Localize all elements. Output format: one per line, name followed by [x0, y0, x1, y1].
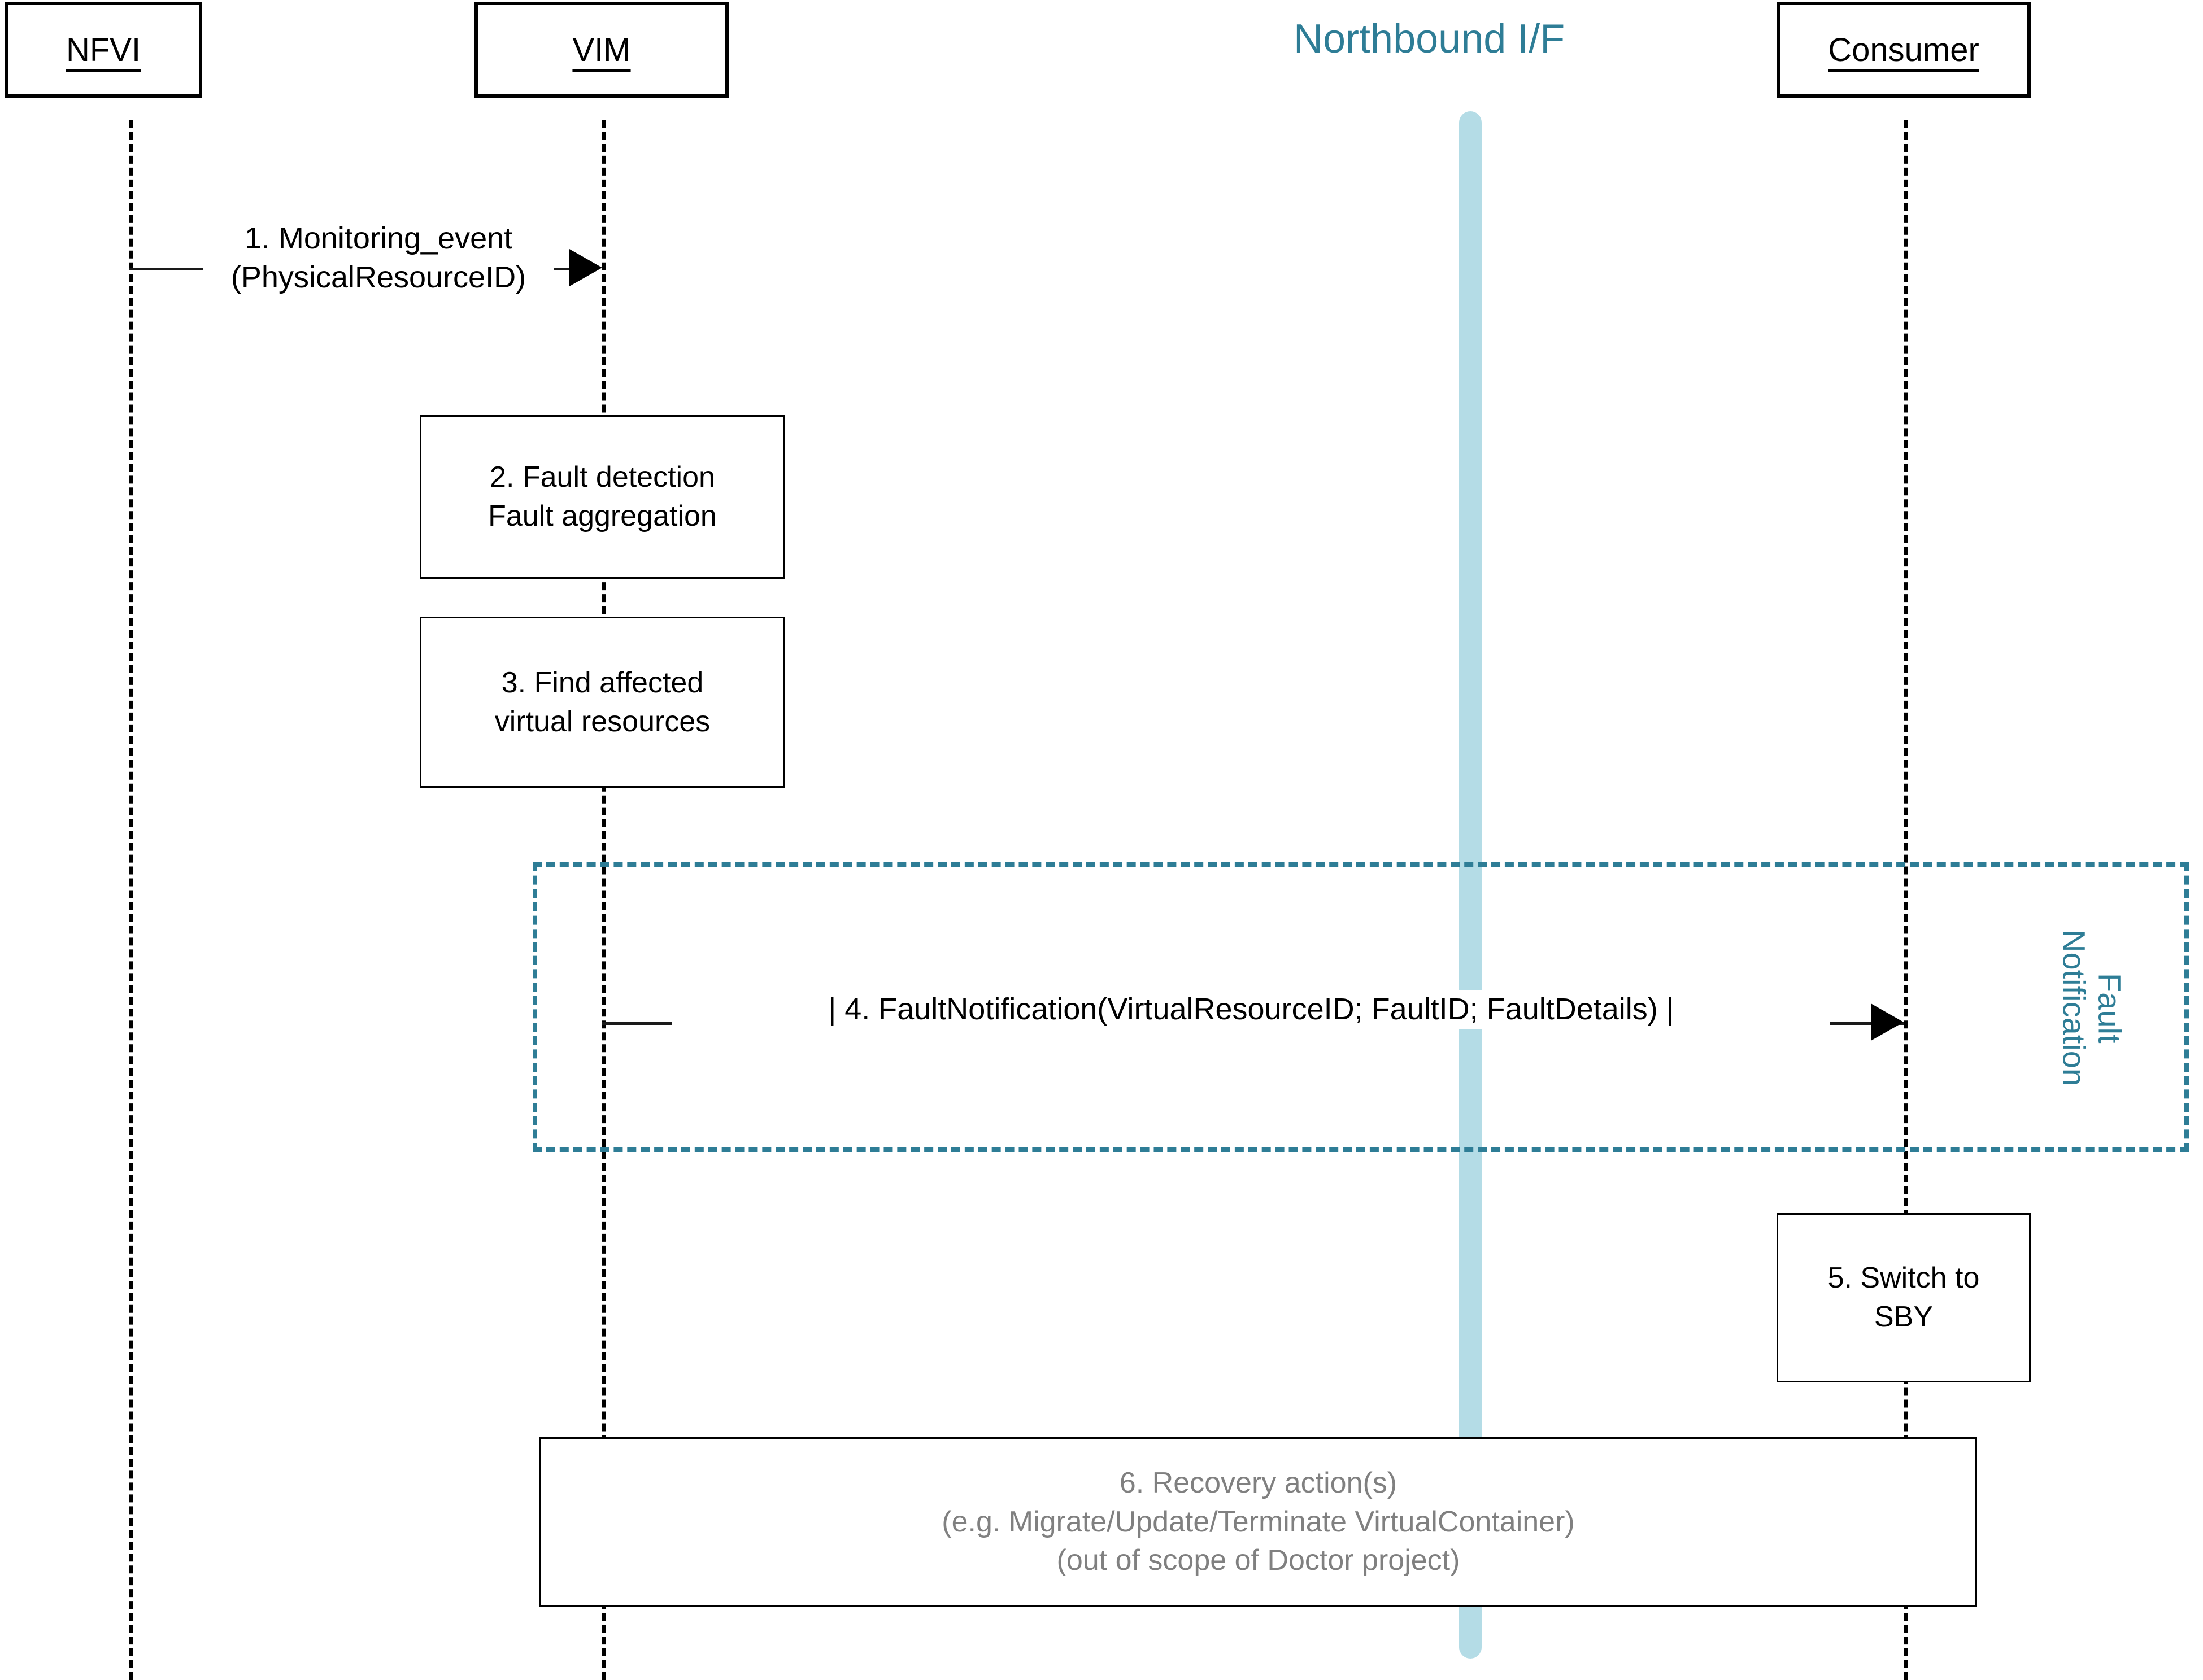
process-box-2-line-1: 2. Fault detection	[490, 461, 715, 494]
message-label-1: 1. Monitoring_event (PhysicalResourceID)	[203, 219, 554, 298]
process-box-5-line-1: 5. Switch to	[1827, 1262, 1980, 1295]
process-box-3-line-1: 3. Find affected	[501, 666, 704, 699]
actor-label-nfvi: NFVI	[66, 31, 141, 68]
process-box-3-line-2: virtual resources	[494, 705, 711, 738]
process-box-2-line-2: Fault aggregation	[488, 500, 717, 533]
process-box-5-line-2: SBY	[1874, 1301, 1934, 1333]
process-box-6-line-1: 6. Recovery action(s)	[1119, 1467, 1397, 1500]
actor-box-consumer[interactable]: Consumer	[1777, 2, 2031, 98]
message-arrowhead-4	[1871, 1003, 1904, 1041]
message-label-4-line-1: | 4. FaultNotification(VirtualResourceID…	[828, 992, 1674, 1026]
process-box-3[interactable]: 3. Find affected virtual resources	[420, 617, 785, 788]
process-box-5[interactable]: 5. Switch to SBY	[1777, 1213, 2031, 1382]
lifeline-vim	[602, 120, 606, 1680]
message-arrowhead-1	[569, 249, 602, 286]
process-box-6-line-2: (e.g. Migrate/Update/Terminate VirtualCo…	[942, 1505, 1575, 1538]
fault-notification-fragment[interactable]	[533, 862, 2189, 1152]
actor-label-vim: VIM	[572, 31, 631, 68]
actor-box-vim[interactable]: VIM	[474, 2, 729, 98]
message-label-1-line-1: 1. Monitoring_event	[244, 221, 513, 255]
northbound-interface-bar	[1459, 111, 1482, 1659]
process-box-6[interactable]: 6. Recovery action(s) (e.g. Migrate/Upda…	[539, 1437, 1977, 1607]
lifeline-nfvi	[129, 120, 133, 1680]
northbound-interface-title: Northbound I/F	[1294, 16, 1565, 62]
actor-box-nfvi[interactable]: NFVI	[5, 2, 202, 98]
process-box-2[interactable]: 2. Fault detection Fault aggregation	[420, 415, 785, 579]
actor-label-consumer: Consumer	[1828, 31, 1979, 68]
lifeline-consumer	[1904, 120, 1908, 1680]
message-label-1-line-2: (PhysicalResourceID)	[230, 260, 526, 295]
message-label-4: | 4. FaultNotification(VirtualResourceID…	[672, 990, 1830, 1029]
fault-notification-fragment-label: Fault Notification	[2056, 930, 2128, 1086]
process-box-6-line-3: (out of scope of Doctor project)	[1056, 1544, 1460, 1577]
